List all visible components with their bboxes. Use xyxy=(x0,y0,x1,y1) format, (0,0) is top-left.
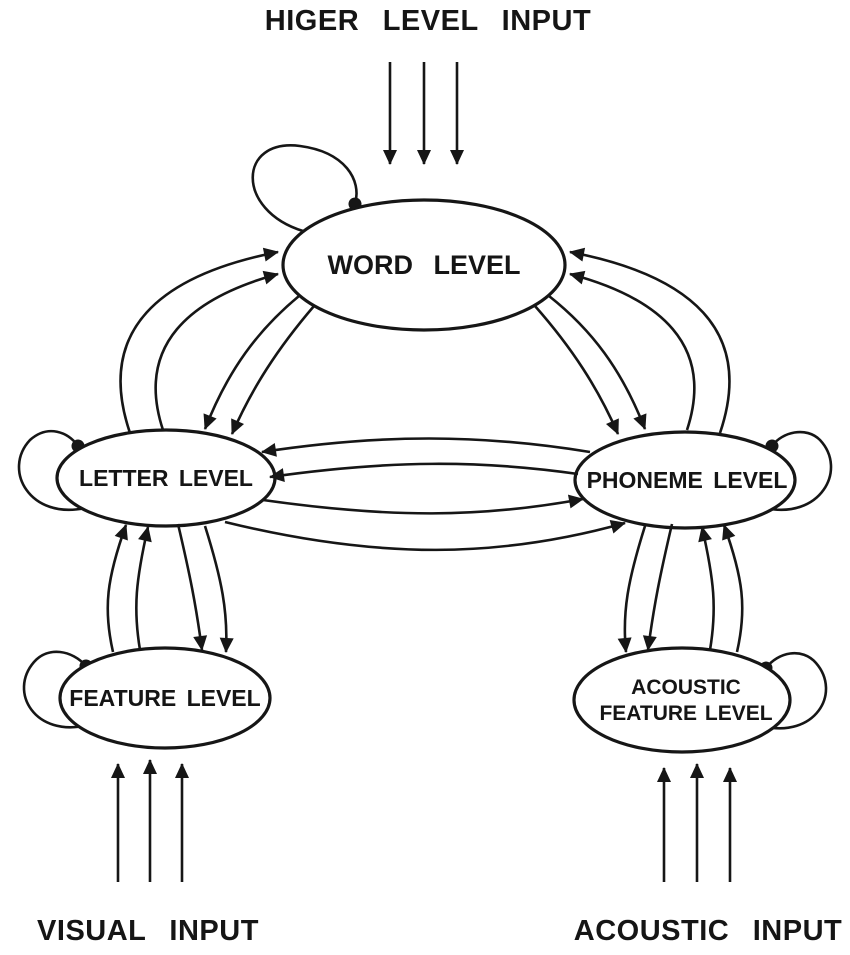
visual-input-arrows xyxy=(111,759,189,882)
acoustic-feature-level-label-line1: ACOUSTIC xyxy=(631,676,741,699)
word-level-node xyxy=(281,198,567,332)
arrow-phoneme-to-word-inner xyxy=(569,270,696,431)
arrow-word-to-phoneme-outer xyxy=(548,294,647,430)
arrow-phoneme-to-letter-upper xyxy=(261,437,591,457)
arrow-letter-to-feature-outer xyxy=(203,525,234,653)
arrow-word-to-letter-inner xyxy=(230,305,315,435)
arrow-phoneme-to-acoustic-inner xyxy=(642,523,674,651)
visual-input: VISUAL INPUT xyxy=(37,759,259,947)
phoneme-self-loop xyxy=(764,430,833,512)
top-input-arrows xyxy=(383,62,464,165)
acoustic-input: ACOUSTIC INPUT xyxy=(574,763,843,947)
arrow-acoustic-to-phoneme-outer xyxy=(722,524,744,653)
arrow-letter-to-phoneme-upper xyxy=(262,494,584,515)
top-input-label: HIGER LEVEL INPUT xyxy=(265,5,591,37)
feature-self-loop xyxy=(22,650,93,729)
visual-input-label: VISUAL INPUT xyxy=(37,915,259,947)
arrow-letter-to-phoneme-lower xyxy=(224,520,626,552)
letter-level-label: LETTER LEVEL xyxy=(79,465,253,491)
arrow-letter-to-word-outer xyxy=(119,247,279,434)
letter-phoneme-edges xyxy=(224,437,626,552)
arrow-phoneme-to-word-outer xyxy=(569,247,731,434)
phoneme-acoustic-edges xyxy=(617,523,744,653)
arrow-acoustic-to-phoneme-inner xyxy=(698,526,716,651)
self-loops xyxy=(17,144,833,730)
node-labels: WORD LEVEL LETTER LEVEL PHONEME LEVEL FE… xyxy=(69,250,787,725)
letter-self-loop xyxy=(17,429,86,512)
phoneme-level-label: PHONEME LEVEL xyxy=(587,467,788,493)
letter-feature-edges xyxy=(106,523,234,653)
arrow-letter-to-feature-inner xyxy=(176,523,208,651)
feature-level-label: FEATURE LEVEL xyxy=(69,685,260,711)
word-level-label: WORD LEVEL xyxy=(328,250,521,280)
word-self-loop xyxy=(251,144,362,233)
feature-level-node xyxy=(58,646,272,750)
arrow-word-to-letter-outer xyxy=(203,294,300,430)
acoustic-input-arrows xyxy=(657,763,737,882)
arrow-word-to-phoneme-inner xyxy=(534,305,620,435)
acoustic-feature-level-label-line2: FEATURE LEVEL xyxy=(599,702,772,725)
phoneme-level-node xyxy=(573,430,797,530)
word-letter-edges xyxy=(119,247,315,435)
top-input: HIGER LEVEL INPUT xyxy=(265,5,591,165)
acoustic-input-label: ACOUSTIC INPUT xyxy=(574,915,843,947)
nodes xyxy=(55,198,797,754)
acoustic-feature-level-node xyxy=(572,646,792,754)
arrow-feature-to-letter-inner xyxy=(134,526,152,651)
word-phoneme-edges xyxy=(534,247,731,435)
arrow-phoneme-to-acoustic-outer xyxy=(617,525,647,653)
acoustic-feature-self-loop xyxy=(759,651,828,730)
arrow-phoneme-to-letter-lower xyxy=(269,462,579,482)
arrow-letter-to-word-inner xyxy=(154,270,279,431)
arrow-feature-to-letter-outer xyxy=(106,524,128,653)
